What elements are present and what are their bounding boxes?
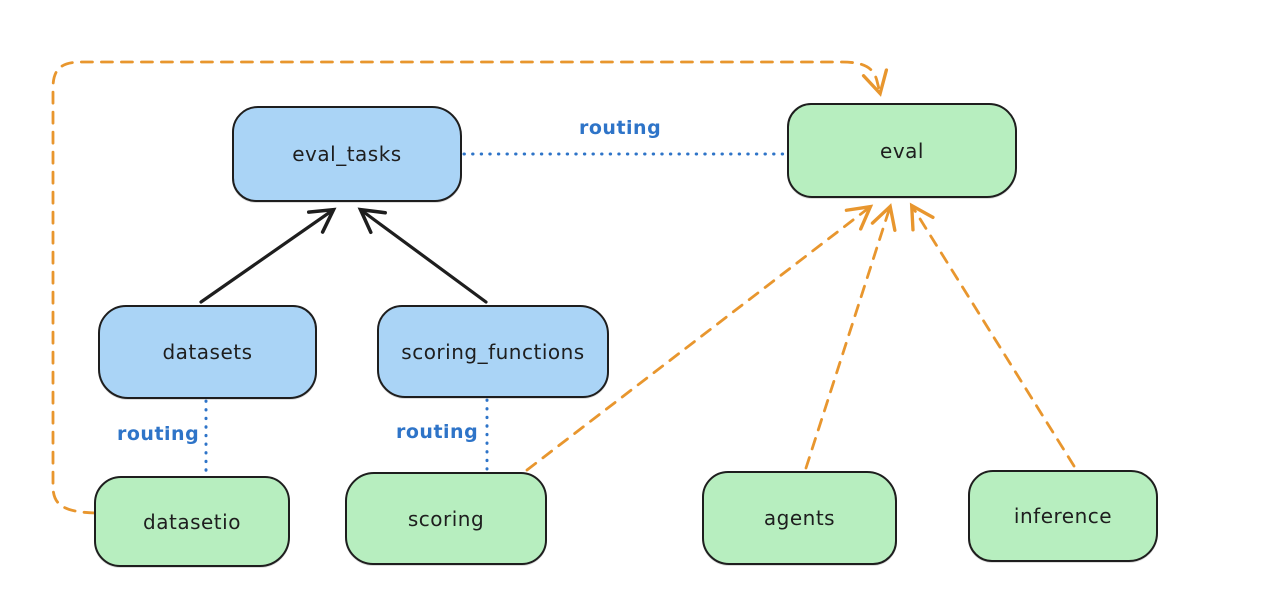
- routing-label-scoring_functions-scoring: routing: [396, 421, 479, 443]
- node-eval_tasks: eval_tasks: [232, 106, 462, 202]
- edge-inference-to-eval: [909, 202, 1076, 468]
- node-scoring_functions-label: scoring_functions: [401, 339, 585, 364]
- node-scoring-label: scoring: [407, 506, 485, 531]
- edge-agents-to-eval: [804, 203, 897, 470]
- edge-datasets-to-eval_tasks: [199, 207, 337, 304]
- node-datasets-label: datasets: [162, 340, 253, 364]
- node-scoring_functions: scoring_functions: [377, 305, 609, 398]
- node-inference: inference: [968, 470, 1158, 562]
- node-eval: eval: [787, 103, 1017, 198]
- edge-scoring-to-eval: [525, 204, 874, 472]
- node-eval_tasks-label: eval_tasks: [292, 142, 402, 166]
- edge-scoring_functions-to-eval_tasks: [357, 207, 488, 304]
- node-agents-label: agents: [763, 506, 836, 530]
- node-scoring: scoring: [345, 472, 547, 565]
- node-datasetio: datasetio: [94, 476, 290, 567]
- routing-label-eval_tasks-eval: routing: [579, 117, 662, 139]
- routing-label-datasets-datasetio: routing: [117, 423, 200, 445]
- node-eval-label: eval: [880, 138, 924, 163]
- node-datasetio-label: datasetio: [143, 509, 241, 534]
- node-datasets: datasets: [98, 305, 317, 399]
- node-inference-label: inference: [1013, 504, 1113, 528]
- edge-datasetio-to-eval: [51, 60, 889, 515]
- node-agents: agents: [702, 471, 897, 565]
